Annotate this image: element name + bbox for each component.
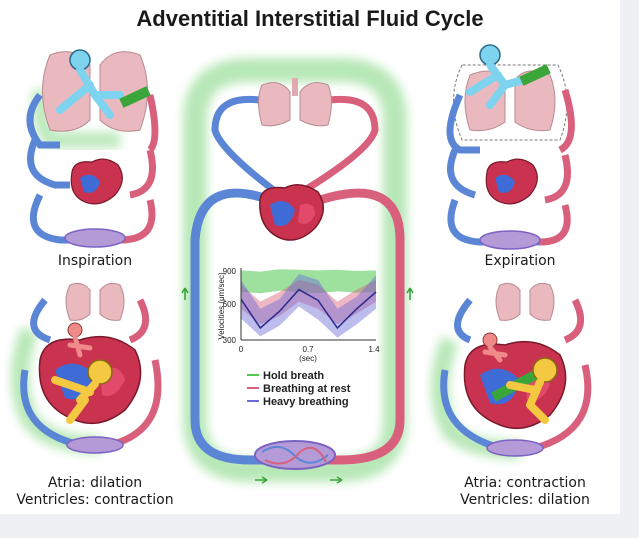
band-hold-breath	[241, 269, 376, 294]
pulmonary-artery-vessel	[303, 95, 379, 193]
vein-vessel	[190, 188, 280, 465]
caption-ventricles-contraction: Ventricles: contraction	[16, 492, 174, 508]
velocity-chart: 900 600 300 0 0.7 1.4 (sec) Velocities (…	[217, 267, 380, 408]
lungs-icon	[258, 78, 332, 127]
center-circulation-diagram	[181, 58, 414, 484]
artery-vessel	[310, 188, 405, 465]
lungs-icon	[453, 64, 568, 141]
x-axis-title: (sec)	[299, 354, 317, 363]
figure-pushing-icon	[466, 44, 534, 109]
atria-dilation-diagram	[11, 282, 162, 454]
pulmonary-vein-vessel	[211, 95, 283, 198]
x-tick-label: 0.7	[302, 345, 314, 354]
heart-icon	[485, 158, 538, 205]
fluid-halo	[183, 58, 407, 482]
legend-label-hold-breath: Hold breath	[263, 370, 324, 382]
figure-yellow-icon	[506, 357, 558, 424]
lungs-icon	[65, 282, 125, 321]
y-tick-label: 600	[223, 300, 237, 309]
y-axis-title: Velocities (μm/sec)	[217, 272, 226, 340]
figure-yellow-icon	[51, 359, 113, 424]
figure-pulling-icon	[56, 49, 124, 119]
inspiration-diagram	[26, 49, 159, 248]
line-heavy-breathing	[240, 288, 377, 330]
illustration: 900 600 300 0 0.7 1.4 (sec) Velocities (…	[11, 44, 592, 484]
figure-title: Adventitial Interstitial Fluid Cycle	[136, 6, 484, 31]
legend-label-breathing-at-rest: Breathing at rest	[263, 383, 351, 395]
caption-atria-dilation: Atria: dilation	[47, 475, 143, 491]
figure-red-icon	[482, 332, 508, 363]
caption-inspiration: Inspiration	[57, 253, 133, 269]
caption-ventricles-dilation: Ventricles: dilation	[460, 492, 590, 508]
y-tick-label: 300	[223, 336, 237, 345]
y-tick-label: 900	[223, 267, 237, 276]
caption-atria-contraction: Atria: contraction	[464, 475, 586, 491]
caption-expiration: Expiration	[484, 253, 556, 269]
band-heavy-breathing	[241, 274, 376, 338]
expiration-diagram	[446, 44, 575, 250]
x-tick-label: 0	[239, 345, 244, 354]
x-tick-label: 1.4	[368, 345, 380, 354]
lungs-icon	[495, 282, 555, 321]
band-breathing-at-rest	[241, 280, 376, 325]
legend-label-heavy-breathing: Heavy breathing	[263, 396, 349, 408]
page-margin	[620, 0, 639, 538]
atria-contraction-diagram	[431, 282, 592, 459]
heart-icon	[259, 184, 324, 241]
figure-red-icon	[67, 322, 93, 358]
heart-icon	[70, 158, 123, 205]
figure-canvas: Adventitial Interstitial Fluid Cycle	[0, 0, 620, 514]
